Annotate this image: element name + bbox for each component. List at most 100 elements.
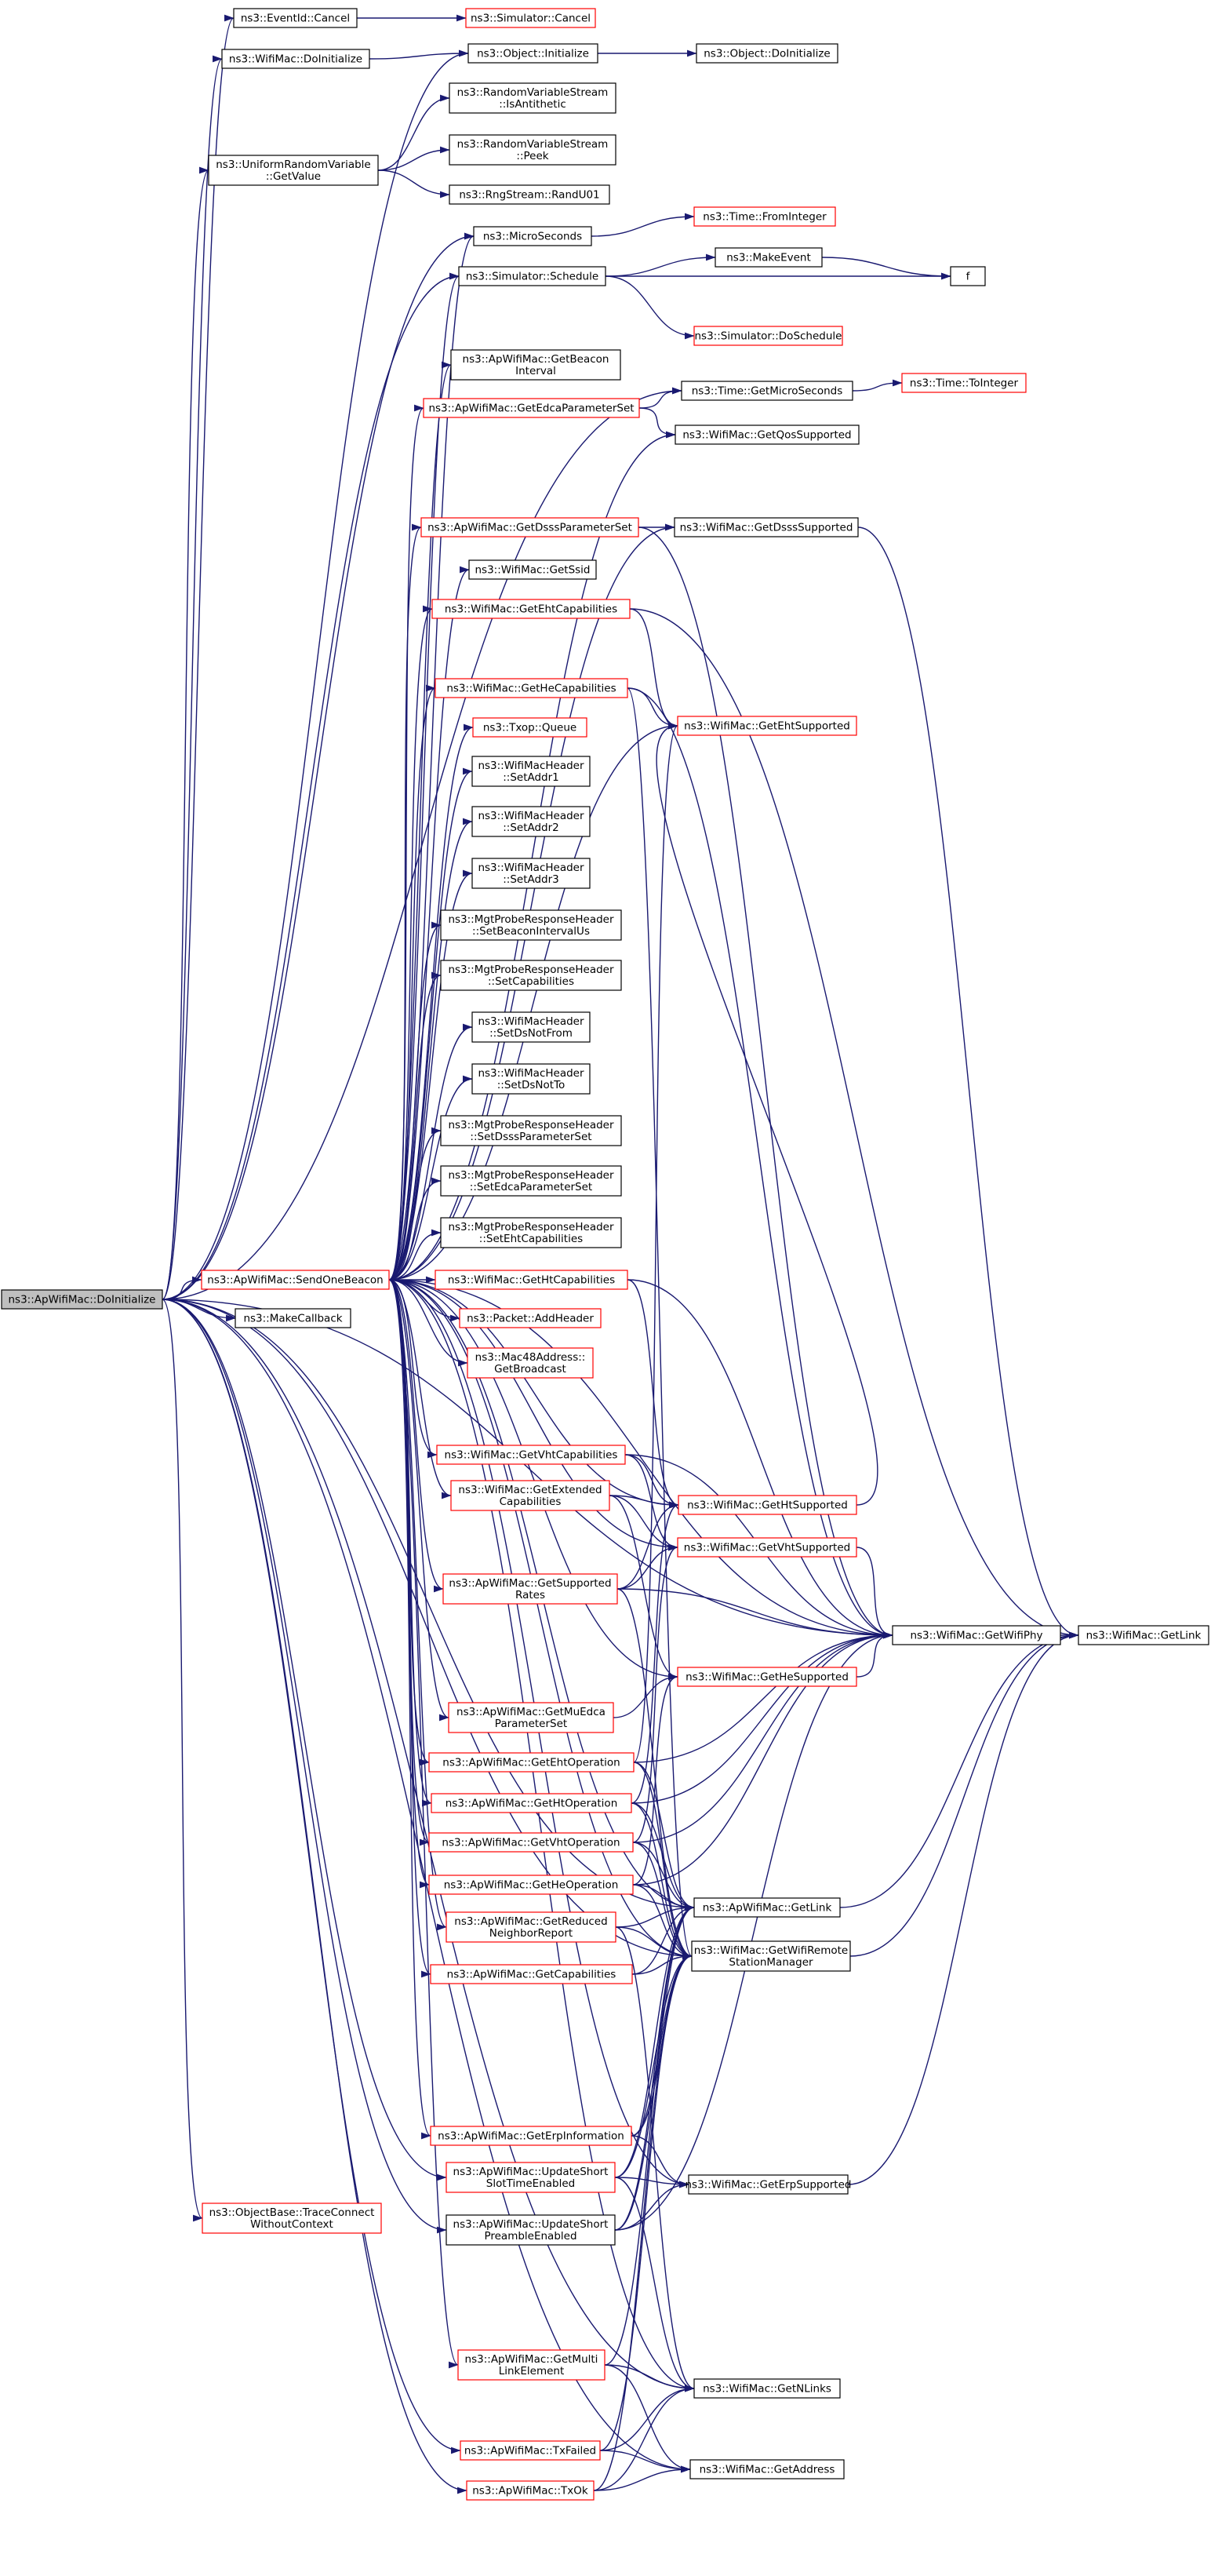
node-root[interactable]: ns3::ApWifiMac::DoInitialize [1,1289,163,1310]
node-getEdca[interactable]: ns3::ApWifiMac::GetEdcaParameterSet [423,398,640,418]
node-getBroadcast[interactable]: ns3::Mac48Address::GetBroadcast [467,1347,594,1379]
node-label: GetBroadcast [494,1363,566,1375]
edge-sendBeacon-to-getBroadcast [388,1279,468,1367]
node-label: ::SetAddr1 [503,771,559,784]
edge-getHtOp-to-apGetLink [631,1802,695,1911]
node-label: ns3::ApWifiMac::UpdateShort [453,2218,609,2231]
node-label: ns3::WifiMacHeader [478,810,584,822]
node-getErpInfo[interactable]: ns3::ApWifiMac::GetErpInformation [430,2126,632,2146]
edge-txFailed-to-getRsm [599,1952,693,2451]
node-getHeCap[interactable]: ns3::WifiMac::GetHeCapabilities [435,678,628,698]
node-box [440,909,622,941]
edge-simSched-to-makeEvent [605,253,716,277]
node-simCancel[interactable]: ns3::Simulator::Cancel [465,8,596,28]
edge-txOk-to-getAddress [593,2465,691,2491]
node-label: ns3::WifiMac::GetVhtSupported [684,1542,850,1554]
node-box [460,2440,601,2461]
node-addHeader[interactable]: ns3::Packet::AddHeader [459,1308,602,1328]
node-label: ns3::WifiMac::GetHeCapabilities [446,683,616,695]
edge-sendBeacon-to-getMuEdca [388,1279,449,1722]
node-toInt[interactable]: ns3::Time::ToInteger [901,373,1027,393]
node-sendBeacon[interactable]: ns3::ApWifiMac::SendOneBeacon [201,1270,390,1290]
node-getVhtCap[interactable]: ns3::WifiMac::GetVhtCapabilities [436,1445,626,1465]
node-txFailed[interactable]: ns3::ApWifiMac::TxFailed [460,2440,601,2461]
edge-sendBeacon-to-getErpInfo [388,1279,431,2140]
node-getVhtOp[interactable]: ns3::ApWifiMac::GetVhtOperation [428,1832,634,1853]
node-updSlot[interactable]: ns3::ApWifiMac::UpdateShortSlotTimeEnabl… [445,2162,616,2193]
node-box [442,1573,618,1605]
node-label: ns3::WifiMac::GetDsssSupported [680,522,853,534]
edge-wmDoInit-to-objInit [369,49,469,60]
node-box [428,1832,634,1853]
node-vhtSup[interactable]: ns3::WifiMac::GetVhtSupported [677,1537,857,1558]
edge-getHtCap-to-getWifiPhy [627,1279,893,1639]
edge-getHeCap-to-ehtSup [627,687,678,730]
node-htSup[interactable]: ns3::WifiMac::GetHtSupported [678,1495,857,1515]
node-erpSup: ns3::WifiMac::GetErpSupported [686,2174,851,2195]
node-getDsssSet[interactable]: ns3::ApWifiMac::GetDsssParameterSet [420,517,639,537]
edge-sendBeacon-to-setCaps [388,971,442,1281]
node-box [473,226,592,246]
node-fromInt[interactable]: ns3::Time::FromInteger [693,206,836,227]
node-label: ::GetValue [266,170,321,183]
node-doSched[interactable]: ns3::Simulator::DoSchedule [693,326,843,346]
node-eventCancel: ns3::EventId::Cancel [233,8,358,28]
node-label: ::SetDsNotFrom [489,1027,573,1040]
edge-getEhtCap-to-ehtSup [629,608,678,730]
node-qosSup: ns3::WifiMac::GetQosSupported [675,424,860,445]
node-label: ns3::MakeEvent [726,252,811,264]
edge-getSuppRates-to-vhtSup [616,1543,678,1590]
node-getHtOp[interactable]: ns3::ApWifiMac::GetHtOperation [431,1793,632,1813]
node-label: ::SetDsssParameterSet [470,1131,591,1143]
node-label: ns3::WifiMac::GetQosSupported [682,429,851,442]
node-box [471,806,591,837]
edge-getVhtOp-to-getRsm [632,1842,693,1960]
node-box [466,2480,595,2501]
node-box [435,1270,628,1290]
node-makeEvent: ns3::MakeEvent [715,247,823,268]
node-label: ns3::WifiMac::GetEhtSupported [684,720,850,733]
edge-txOk-to-getNLinks [593,2385,695,2491]
node-txOk[interactable]: ns3::ApWifiMac::TxOk [466,2480,595,2501]
nodes-layer: ns3::ApWifiMac::DoInitialize ns3::EventId… [1,8,1209,2501]
node-label: ns3::Time::FromInteger [703,211,827,224]
node-box [449,184,610,205]
node-box [681,381,853,401]
node-ehtSup[interactable]: ns3::WifiMac::GetEhtSupported [677,716,857,736]
node-getEhtOp[interactable]: ns3::ApWifiMac::GetEhtOperation [428,1752,635,1773]
edge-root-to-objInit [162,49,469,1300]
edge-sendBeacon-to-setDsssSet [388,1127,442,1281]
node-updPreamble: ns3::ApWifiMac::UpdateShortPreambleEnabl… [445,2214,616,2246]
node-label: ns3::MgtProbeResponseHeader [448,1119,614,1131]
node-label: Rates [515,1589,545,1601]
node-label: ns3::RngStream::RandU01 [459,189,599,202]
node-label: ns3::ApWifiMac::TxOk [472,2485,588,2498]
node-box [221,49,370,69]
node-box [420,517,639,537]
node-rvsAnti: ns3::RandomVariableStream::IsAntithetic [449,82,616,114]
node-box [450,349,621,381]
edge-sendBeacon-to-getExtCap [388,1279,452,1499]
node-box [431,599,631,619]
node-label: NeighborReport [489,1927,573,1940]
node-getHtCap[interactable]: ns3::WifiMac::GetHtCapabilities [435,1270,628,1290]
node-label: ns3::Simulator::DoSchedule [695,330,842,343]
node-label: ns3::RandomVariableStream [457,138,609,151]
node-label: ns3::ApWifiMac::GetHtOperation [445,1798,618,1810]
node-txopQueue[interactable]: ns3::Txop::Queue [472,717,587,738]
node-heSup[interactable]: ns3::WifiMac::GetHeSupported [677,1667,857,1687]
node-getEhtCap[interactable]: ns3::WifiMac::GetEhtCapabilities [431,599,631,619]
edge-getExtCap-to-vhtSup [609,1495,678,1551]
edge-simSched-to-doSched [605,275,695,340]
node-box [465,8,596,28]
edge-htSup-to-ehtSup [656,722,878,1506]
node-getCapabilities[interactable]: ns3::ApWifiMac::GetCapabilities [430,1964,633,1984]
node-traceConn[interactable]: ns3::ObjectBase::TraceConnectWithoutCont… [202,2203,382,2234]
node-getHeOp[interactable]: ns3::ApWifiMac::GetHeOperation [428,1875,634,1895]
node-label: ns3::WifiMac::GetWifiPhy [910,1630,1042,1642]
